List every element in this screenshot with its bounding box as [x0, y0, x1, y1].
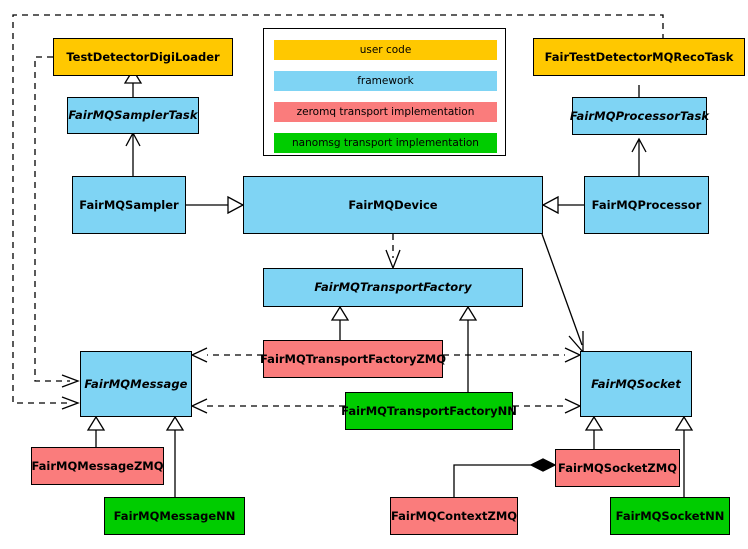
edge-socketzmq-to-socket: [584, 415, 604, 449]
node-fair-mq-message-nn[interactable]: FairMQMessageNN: [104, 497, 245, 535]
legend-item-zeromq: zeromq transport implementation: [274, 102, 497, 122]
node-fair-mq-socket[interactable]: FairMQSocket: [580, 351, 692, 417]
legend-item-nanomsg: nanomsg transport implementation: [274, 133, 497, 153]
node-fair-mq-transport-factory-zmq[interactable]: FairMQTransportFactoryZMQ: [260, 340, 446, 378]
edge-device-to-transportfactory: [385, 234, 401, 270]
node-fair-mq-message-zmq[interactable]: FairMQMessageZMQ: [31, 447, 164, 485]
edge-tfzmq-to-transportfactory: [330, 305, 350, 340]
edge-digiloader-to-message: [34, 56, 80, 388]
edge-tfnn-to-message: [190, 398, 345, 414]
legend-panel: user code framework zeromq transport imp…: [263, 28, 506, 156]
edge-processor-to-processortask: [631, 137, 647, 176]
node-fair-mq-message[interactable]: FairMQMessage: [80, 351, 192, 417]
node-fair-mq-socket-zmq[interactable]: FairMQSocketZMQ: [555, 449, 680, 487]
node-fair-mq-sampler-task[interactable]: FairMQSamplerTask: [67, 97, 199, 134]
node-fair-mq-transport-factory-nn[interactable]: FairMQTransportFactoryNN: [341, 392, 517, 430]
edge-device-to-socket: [541, 233, 584, 354]
node-fair-mq-device[interactable]: FairMQDevice: [243, 176, 543, 234]
node-fair-mq-transport-factory[interactable]: FairMQTransportFactory: [263, 268, 523, 307]
node-fair-mq-sampler[interactable]: FairMQSampler: [72, 176, 186, 234]
edge-recotask-to-message: [12, 14, 664, 410]
legend-item-framework: framework: [274, 71, 497, 91]
edge-sampler-to-device: [186, 195, 245, 215]
edge-sampler-to-samplertask: [125, 131, 141, 176]
node-fair-mq-processor[interactable]: FairMQProcessor: [584, 176, 709, 234]
node-fair-mq-processor-task[interactable]: FairMQProcessorTask: [570, 97, 709, 135]
edge-socketnn-to-socket: [674, 415, 694, 497]
edge-tfzmq-to-message: [190, 347, 263, 363]
edge-digiloader-to-samplertask: [123, 68, 143, 99]
edge-messagenn-to-message: [165, 415, 185, 497]
edge-tfnn-to-socket: [513, 398, 582, 414]
edge-tfzmq-to-socket: [443, 347, 582, 363]
edge-processor-to-device: [541, 195, 584, 215]
node-fair-mq-socket-nn[interactable]: FairMQSocketNN: [610, 497, 730, 535]
node-fair-mq-context-zmq[interactable]: FairMQContextZMQ: [390, 497, 518, 535]
edge-tfnn-to-transportfactory: [458, 305, 478, 392]
edge-contextzmq-to-socketzmq: [453, 458, 557, 497]
node-test-detector-digi-loader[interactable]: TestDetectorDigiLoader: [53, 38, 233, 76]
node-fair-test-detector-mq-reco-task[interactable]: FairTestDetectorMQRecoTask: [533, 38, 745, 76]
edge-messagezmq-to-message: [86, 415, 106, 447]
legend-item-user-code: user code: [274, 40, 497, 60]
